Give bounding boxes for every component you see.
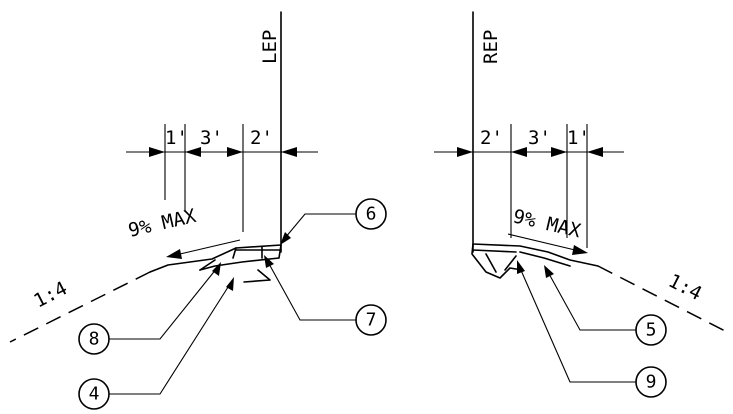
callout-8-arrowhead	[212, 262, 221, 276]
left-dim-arrow	[281, 147, 297, 157]
callout-5-label: 5	[646, 320, 657, 341]
callout-4-label: 4	[89, 384, 100, 405]
right-ramp-profile	[471, 243, 599, 279]
left-section: LEP 1' 3' 2' 9% MAX 1:4 6 7	[9, 11, 387, 410]
left-dim-label-1: 1'	[165, 127, 188, 149]
left-dim-arrow	[185, 147, 201, 157]
right-edge-label: REP	[480, 30, 502, 64]
callout-4-leader	[109, 283, 231, 395]
left-dim-label-3: 2'	[250, 127, 273, 149]
left-slope-arrowhead	[166, 249, 182, 259]
left-side-slope-line	[9, 271, 151, 343]
callout-9-leader	[519, 267, 636, 383]
callout-9-label: 9	[646, 372, 657, 393]
right-dim-arrow	[587, 147, 603, 157]
right-dim-label-2: 3'	[528, 127, 551, 149]
right-ramp-surface	[519, 251, 571, 267]
right-dim-arrow	[457, 147, 473, 157]
left-ramp-detail	[199, 246, 271, 283]
right-side-slope-line	[597, 265, 728, 333]
left-slope-label: 9% MAX	[126, 205, 198, 242]
callout-9-arrowhead	[517, 260, 525, 274]
callout-7-arrowhead	[264, 255, 274, 268]
callout-6-label: 6	[366, 204, 377, 225]
right-section: REP 2' 3' 1' 9% MAX 1:4 5 9	[434, 11, 728, 398]
right-dim-label-1: 2'	[480, 127, 503, 149]
callout-5-arrowhead	[544, 265, 554, 278]
left-slope-arrow-line	[179, 239, 241, 255]
left-dim-label-2: 3'	[200, 127, 223, 149]
callout-6-arrowhead	[280, 232, 291, 245]
callout-4-arrowhead	[226, 277, 234, 291]
left-dim-arrow	[227, 147, 243, 157]
left-dim-arrow	[149, 147, 165, 157]
callout-8-label: 8	[89, 329, 100, 350]
callout-7-label: 7	[366, 310, 377, 331]
right-side-slope-label: 1:4	[665, 270, 706, 305]
callout-7-leader	[267, 261, 356, 321]
right-dim-label-3: 1'	[567, 127, 590, 149]
right-dim-arrow	[551, 147, 567, 157]
callout-5-leader	[547, 271, 636, 331]
left-ramp-profile	[149, 244, 282, 273]
right-slope-arrow-line	[507, 233, 576, 251]
callout-8-leader	[109, 267, 218, 340]
right-slope-arrowhead	[572, 245, 588, 255]
left-edge-label: LEP	[259, 30, 281, 64]
left-side-slope-label: 1:4	[30, 277, 71, 312]
right-dim-arrow	[511, 147, 527, 157]
callout-6-leader	[284, 213, 356, 239]
